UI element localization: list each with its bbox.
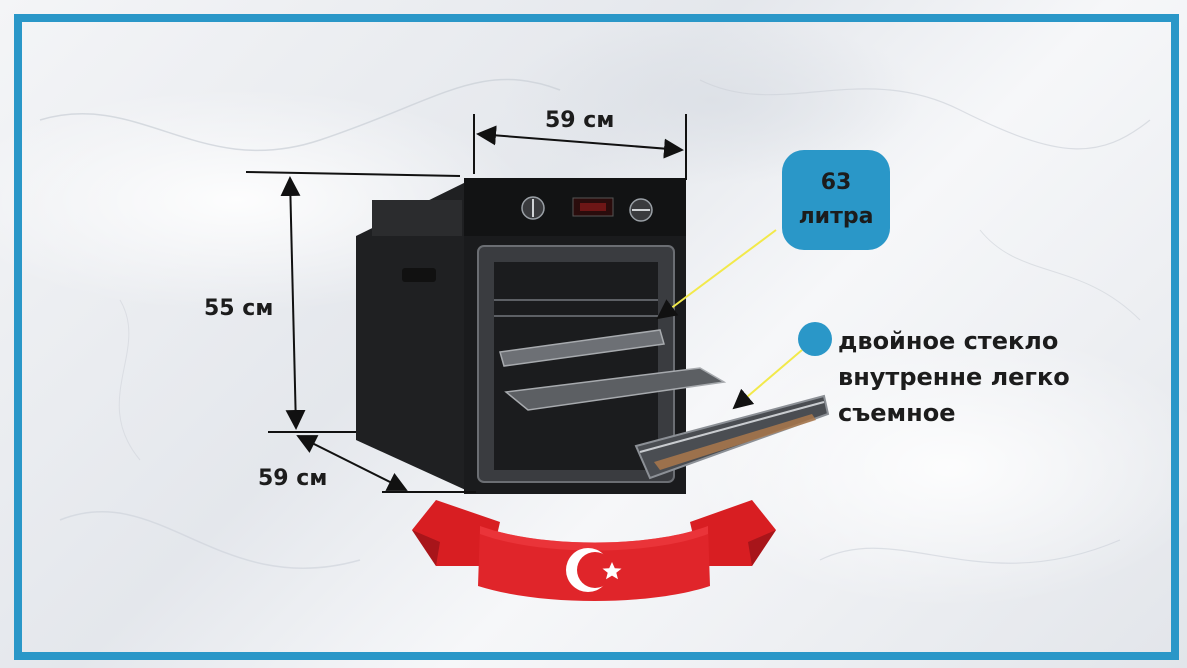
blue-frame-border bbox=[14, 14, 1179, 660]
capacity-leader-line bbox=[656, 229, 777, 320]
height-arrow bbox=[280, 176, 306, 430]
capacity-unit: литра bbox=[798, 204, 874, 229]
feature-text: двойное стекло внутренне легко съемное bbox=[838, 323, 1070, 431]
depth-arrow bbox=[296, 435, 408, 491]
width-label: 59 см bbox=[545, 108, 615, 133]
side-handle-slot bbox=[402, 268, 436, 282]
glass-leader-line bbox=[732, 349, 803, 410]
feature-line-1: двойное стекло bbox=[838, 327, 1059, 355]
oven-rack-upper bbox=[499, 329, 665, 367]
depth-label: 59 см bbox=[258, 466, 328, 491]
oven-rack-lower bbox=[504, 367, 727, 411]
height-label: 55 см bbox=[204, 296, 274, 321]
capacity-number: 63 bbox=[820, 170, 852, 195]
capacity-badge: 63 литра bbox=[782, 150, 890, 250]
feature-line-3: съемное bbox=[838, 399, 956, 427]
width-arrow bbox=[476, 125, 684, 159]
oven-side-panel bbox=[356, 180, 470, 492]
star-icon bbox=[602, 562, 622, 580]
bullet-dot-icon bbox=[798, 322, 832, 356]
feature-line-2: внутренне легко bbox=[838, 363, 1070, 391]
